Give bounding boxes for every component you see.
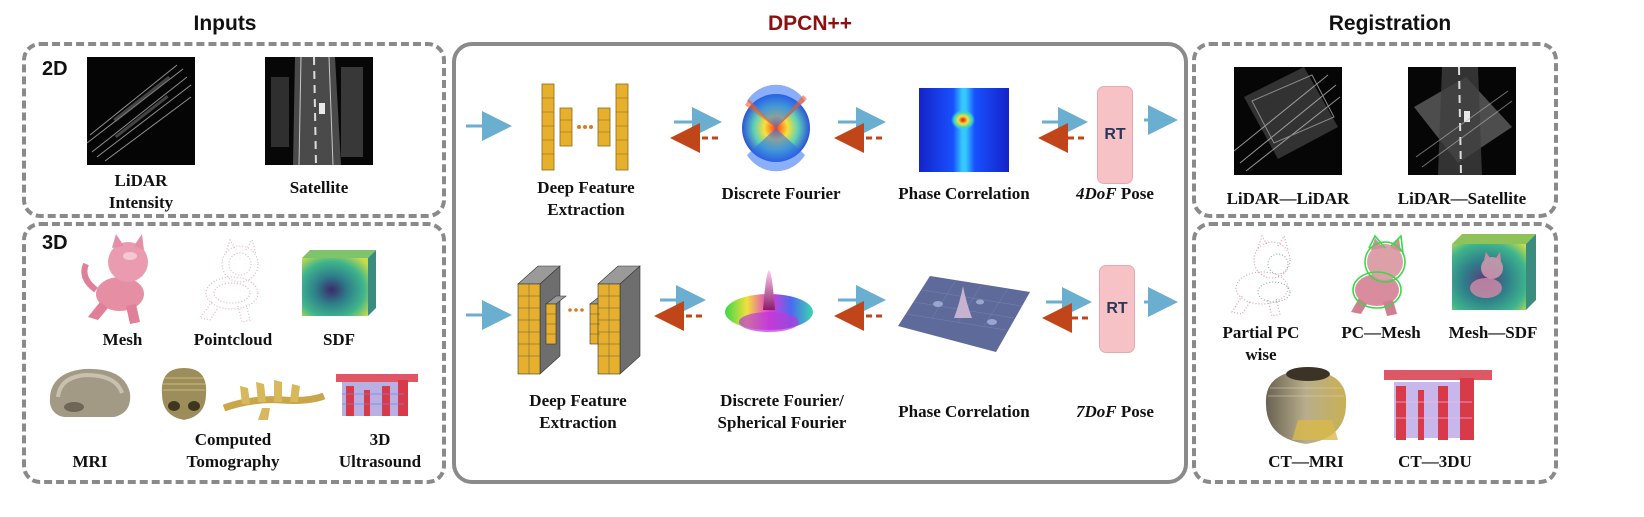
ct-image <box>158 364 210 424</box>
ct-3du-caption: CT—3DU <box>1398 452 1472 471</box>
satellite-image <box>265 56 373 166</box>
ct-mri-caption: CT—MRI <box>1268 452 1344 471</box>
mri-caption: MRI <box>72 452 108 471</box>
row1-deep-feature-caption: Deep Feature Extraction <box>537 178 635 219</box>
partial-pc-caption: Partial PC wise <box>1222 323 1300 364</box>
label-2d: 2D <box>42 58 68 80</box>
mesh-sdf-caption: Mesh—SDF <box>1448 323 1538 342</box>
mri-image <box>44 363 134 421</box>
lidar-satellite-caption: LiDAR—Satellite <box>1397 189 1527 208</box>
mesh-image <box>80 232 165 327</box>
registration-2d-frame <box>1192 42 1558 218</box>
partial-pc-result <box>1222 232 1310 320</box>
sdf-caption: SDF <box>322 330 356 349</box>
lidar-lidar-result <box>1233 67 1342 175</box>
row2-deep-feature-caption: Deep Feature Extraction <box>529 391 627 432</box>
registration-header: Registration <box>1328 12 1452 35</box>
lidar-lidar-caption: LiDAR—LiDAR <box>1226 189 1350 208</box>
ct-caption: Computed Tomography <box>186 430 280 471</box>
row1-fourier-caption: Discrete Fourier <box>721 184 841 203</box>
row1-rt-block: RT <box>1097 86 1133 184</box>
pc-mesh-caption: PC—Mesh <box>1341 323 1421 342</box>
row2-fourier-caption: Discrete Fourier/ Spherical Fourier <box>717 391 847 432</box>
fourier-spectrum-image <box>741 84 811 172</box>
sdf-image <box>302 250 376 316</box>
spherical-fourier-image <box>722 270 816 340</box>
pointcloud-image <box>188 238 276 326</box>
row1-pose-dof: 4DoF <box>1076 184 1117 203</box>
row1-phase-caption: Phase Correlation <box>898 184 1030 203</box>
ultrasound-image <box>336 372 418 420</box>
satellite-caption: Satellite <box>289 178 349 197</box>
row1-pose-caption: 4DoF Pose <box>1060 183 1170 205</box>
inputs-header: Inputs <box>193 12 257 35</box>
lidar-intensity-image <box>86 57 195 165</box>
pc-mesh-result <box>1345 234 1415 318</box>
row2-pose-dof: 7DoF <box>1076 402 1117 421</box>
inputs-2d-frame <box>22 42 446 218</box>
row2-pose-word: Pose <box>1116 402 1154 421</box>
dpcn-frame <box>452 42 1188 484</box>
registration-3d-frame <box>1192 222 1558 484</box>
feature-extractor-2d <box>540 82 632 172</box>
row2-rt-block: RT <box>1099 265 1135 353</box>
dpcn-title: DPCN++ <box>767 12 853 35</box>
row2-phase-caption: Phase Correlation <box>898 402 1030 421</box>
label-3d: 3D <box>42 232 68 254</box>
phase-correlation-surface <box>896 272 1032 354</box>
ultrasound-caption: 3D Ultrasound <box>338 430 422 471</box>
phase-correlation-heatmap <box>919 88 1009 172</box>
spine-image <box>222 378 326 422</box>
lidar-satellite-result <box>1408 66 1516 176</box>
feature-extractor-3d <box>512 250 646 375</box>
ct-3du-result <box>1384 368 1492 444</box>
ct-mri-result <box>1262 364 1350 448</box>
row2-pose-caption: 7DoF Pose <box>1060 401 1170 423</box>
mesh-sdf-result <box>1452 234 1536 310</box>
pointcloud-caption: Pointcloud <box>193 330 273 349</box>
inputs-3d-frame <box>22 222 446 484</box>
lidar-intensity-caption: LiDAR Intensity <box>108 171 174 212</box>
row1-pose-word: Pose <box>1116 184 1154 203</box>
mesh-caption: Mesh <box>102 330 143 349</box>
